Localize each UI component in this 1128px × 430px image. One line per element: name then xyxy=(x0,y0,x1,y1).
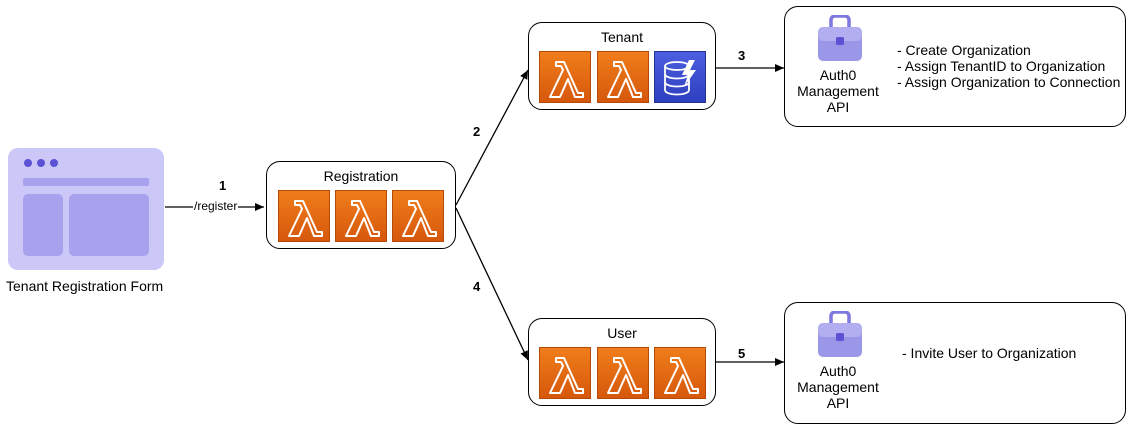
user-title: User xyxy=(607,325,637,341)
step-3-label: 3 xyxy=(738,48,746,63)
note-item: - Create Organization xyxy=(897,42,1031,58)
step-5-label: 5 xyxy=(738,346,746,361)
lambda-icon xyxy=(597,347,649,399)
form-label: Tenant Registration Form xyxy=(6,278,164,294)
tenant-title: Tenant xyxy=(600,29,644,45)
api-label-bottom: Auth0 Management API xyxy=(797,363,879,411)
lambda-icon xyxy=(335,190,387,242)
auth0-api-box-top: Auth0 Management API - Create Organizati… xyxy=(784,6,1126,127)
lambda-icon xyxy=(539,51,591,103)
lambda-icon xyxy=(539,347,591,399)
step-4-label: 4 xyxy=(473,279,481,294)
note-item: - Invite User to Organization xyxy=(902,345,1077,361)
lambda-icon xyxy=(278,190,330,242)
registration-title: Registration xyxy=(323,168,399,184)
register-path-label: /register xyxy=(193,199,239,213)
auth0-api-box-bottom: Auth0 Management API - Invite User to Or… xyxy=(784,302,1126,424)
lambda-icon xyxy=(597,51,649,103)
lambda-icon xyxy=(392,190,444,242)
step-2-label: 2 xyxy=(473,124,481,139)
note-item: - Assign TenantID to Organization xyxy=(897,58,1106,74)
web-form-icon xyxy=(8,148,164,270)
user-box: User xyxy=(528,318,716,406)
lambda-icon xyxy=(654,347,706,399)
api-bottom-notes: - Invite User to Organization xyxy=(902,345,1076,361)
toolbox-icon xyxy=(817,310,863,359)
dynamodb-icon xyxy=(654,51,706,103)
edge-registration-to-tenant xyxy=(455,69,529,206)
api-label-top: Auth0 Management API xyxy=(797,67,879,115)
toolbox-icon xyxy=(817,14,863,63)
step-1-label: 1 xyxy=(219,178,227,193)
edge-registration-to-user xyxy=(455,207,529,361)
api-top-notes: - Create Organization - Assign TenantID … xyxy=(897,42,1120,90)
registration-box: Registration xyxy=(266,161,456,249)
note-item: - Assign Organization to Connection xyxy=(897,74,1121,90)
tenant-box: Tenant xyxy=(528,22,716,110)
